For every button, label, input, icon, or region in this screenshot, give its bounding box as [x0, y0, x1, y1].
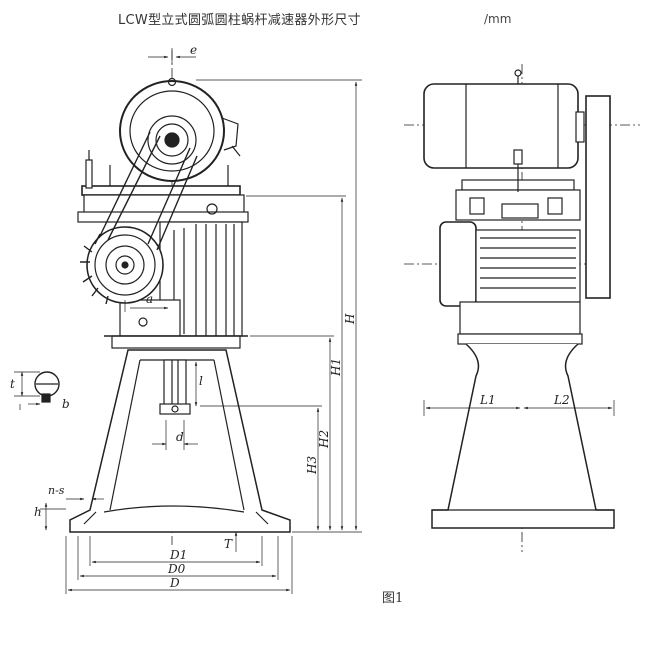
dim-b: b: [62, 397, 70, 411]
dim-n-s: n-s: [48, 484, 65, 497]
dim-t: t: [10, 377, 15, 391]
front-dimensions: [20, 48, 362, 594]
ribbed-body: [119, 221, 243, 337]
dim-L1: L1: [479, 393, 496, 407]
dim-D: D: [169, 576, 180, 590]
upper-housing: [83, 194, 245, 214]
dim-H1: H1: [329, 358, 343, 377]
dim-H: H: [343, 313, 357, 325]
side-view: [404, 64, 640, 552]
dim-L2: L2: [553, 393, 570, 407]
dim-H2: H2: [317, 430, 331, 449]
dim-h: h: [34, 505, 42, 519]
motor2-side: [439, 221, 581, 335]
dim-d: d: [176, 430, 184, 444]
belt-guard: [585, 95, 611, 299]
dim-H3: H3: [305, 456, 319, 475]
motor-base-plate: [81, 185, 241, 196]
drawing-title: LCW型立式圆弧圆柱蜗杆减速器外形尺寸: [118, 13, 361, 28]
dim-D1: D1: [169, 548, 187, 562]
mid-flange: [111, 335, 241, 349]
belt-drive: [80, 131, 198, 305]
dim-e: e: [190, 43, 197, 57]
dim-a: a: [146, 292, 153, 306]
motor-front: [119, 77, 241, 182]
unit-label: /mm: [484, 12, 512, 26]
side-dimensions: [423, 400, 615, 416]
figure-caption: 图1: [382, 591, 404, 606]
pedestal-front: [69, 349, 291, 533]
pedestal-side: [431, 333, 615, 529]
dimension-labels: e a l d b t h n-s T D1 D0 D H H1 H2 H3 L…: [10, 43, 570, 590]
keyway-detail: [14, 371, 60, 410]
dim-D0: D0: [167, 562, 186, 576]
dim-T: T: [224, 537, 233, 551]
dim-l: l: [199, 374, 203, 388]
front-view: [14, 50, 291, 545]
motor-side: [423, 69, 585, 169]
